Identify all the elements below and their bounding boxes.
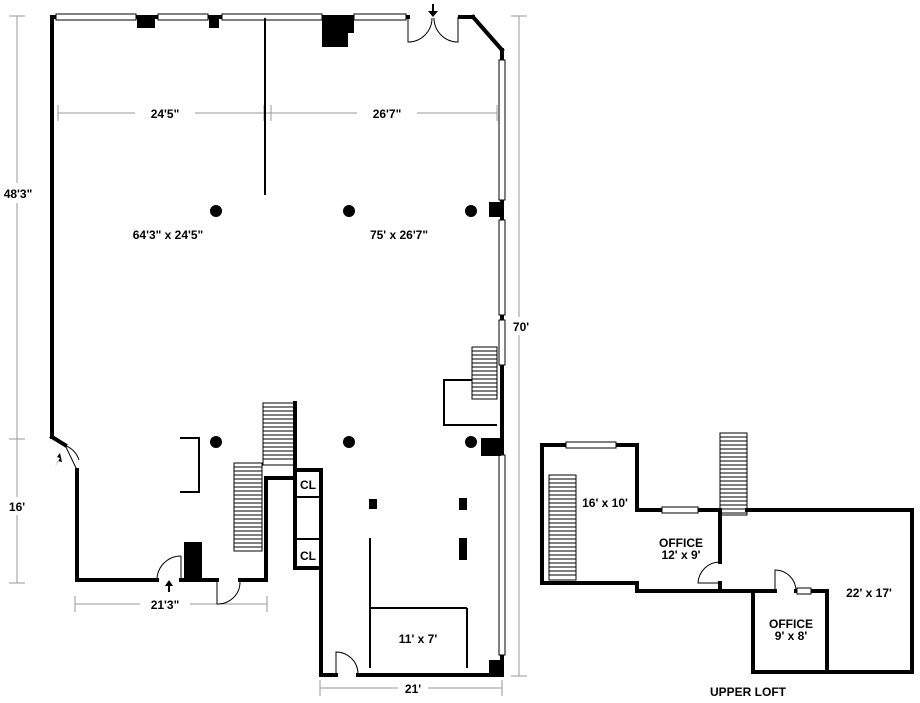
room-label-closet-1: CL: [300, 478, 316, 492]
room-label-left-space: 64'3" x 24'5": [133, 228, 203, 242]
dim-left-upper-height: 48'3": [4, 187, 33, 201]
room-label-closet-2: CL: [300, 549, 316, 563]
small-room-walls: [369, 538, 468, 668]
room-label-small-room: 11' x 7': [399, 632, 438, 646]
dim-left-lower-height: 16': [9, 500, 25, 514]
stairs-main: [233, 346, 498, 552]
labels: 64'3" x 24'5" 75' x 26'7" CL CL 11' x 7'…: [4, 107, 892, 699]
room-size-office-1: 12' x 9': [661, 548, 700, 562]
main-floor-walls: [49, 14, 505, 677]
room-label-loft-large: 22' x 17': [846, 586, 892, 600]
loft-title: UPPER LOFT: [710, 685, 787, 699]
doors: [62, 17, 459, 675]
room-size-office-2: 9' x 8': [775, 629, 808, 643]
dim-bottom-right-width: 21': [405, 682, 421, 696]
structural-blocks: [137, 15, 501, 674]
counter-fixture: [180, 437, 200, 493]
dim-bottom-left-width: 21'3": [151, 598, 180, 612]
room-label-right-space: 75' x 26'7": [370, 228, 428, 242]
room-label-loft-room: 16' x 10': [582, 496, 628, 510]
dim-top-right-width: 26'7": [373, 107, 402, 121]
dim-right-height: 70': [513, 320, 529, 334]
upper-loft-walls: [540, 441, 914, 674]
dimension-lines: [9, 15, 527, 696]
loft-doors: [697, 561, 797, 592]
top-windows: [55, 13, 506, 656]
room-label-office-1: OFFICE: [659, 536, 703, 550]
room-label-office-2: OFFICE: [769, 617, 813, 631]
dim-top-left-width: 24'5": [151, 107, 180, 121]
loft-stairs: [548, 432, 748, 581]
columns: [210, 205, 477, 448]
entry-arrows: [55, 4, 438, 592]
